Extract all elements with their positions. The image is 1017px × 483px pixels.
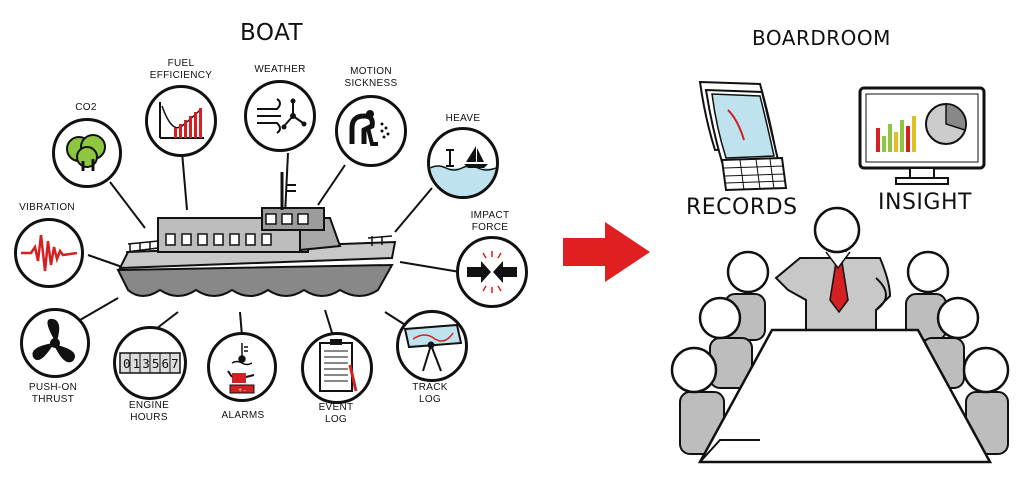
heave-label: HEAVE — [445, 113, 481, 124]
vibration-wave-icon — [21, 234, 78, 272]
event-label: EVENT LOG — [318, 402, 354, 425]
clipboard-icon — [319, 339, 358, 392]
motion-sensor — [335, 95, 407, 167]
tree-icon — [66, 134, 106, 171]
sailboat-wave-icon — [430, 146, 496, 196]
event-sensor — [301, 332, 373, 404]
flow-arrow — [563, 222, 650, 282]
wind-icon — [257, 98, 307, 134]
records-label: RECORDS — [686, 195, 798, 220]
heave-sensor — [427, 127, 499, 199]
alarms-sensor: + - — [207, 332, 277, 402]
alarms-label: ALARMS — [221, 410, 265, 421]
motion-label: MOTION SICKNESS — [344, 66, 398, 89]
boat-illustration — [116, 172, 397, 297]
co2-sensor — [52, 118, 122, 188]
monitor-icon — [858, 86, 986, 185]
engine-label: ENGINE HOURS — [128, 400, 170, 423]
svg-text:+ -: + - — [238, 388, 245, 394]
engine-sensor: 013567 — [113, 326, 187, 400]
alarm-icon: + - — [227, 343, 255, 394]
co2-label: CO2 — [75, 102, 97, 113]
weather-label: WEATHER — [254, 64, 306, 75]
fuel-sensor — [145, 85, 217, 157]
bar-chart-icon — [159, 102, 204, 139]
vibration-sensor — [14, 218, 84, 288]
boat-title: BOAT — [240, 20, 304, 46]
boardroom-illustration — [670, 206, 1010, 464]
impact-label: IMPACT FORCE — [470, 210, 510, 233]
seasick-person-icon — [349, 110, 390, 146]
track-label: TRACK LOG — [412, 382, 448, 405]
impact-arrows-icon — [467, 251, 517, 293]
weather-sensor — [244, 80, 316, 152]
impact-sensor — [456, 236, 528, 308]
thrust-sensor — [20, 308, 90, 378]
vibration-label: VIBRATION — [19, 202, 75, 213]
documents-icon — [698, 80, 788, 192]
thrust-label: PUSH-ON THRUST — [28, 382, 78, 405]
propeller-icon — [32, 318, 75, 363]
track-sensor — [396, 310, 468, 382]
insight-label: INSIGHT — [878, 190, 972, 215]
counter-icon — [119, 352, 181, 374]
boardroom-title: BOARDROOM — [752, 26, 891, 50]
chart-compass-icon — [403, 323, 463, 372]
engine-counter-value: 013567 — [123, 356, 181, 371]
fuel-label: FUEL EFFICIENCY — [149, 58, 213, 81]
